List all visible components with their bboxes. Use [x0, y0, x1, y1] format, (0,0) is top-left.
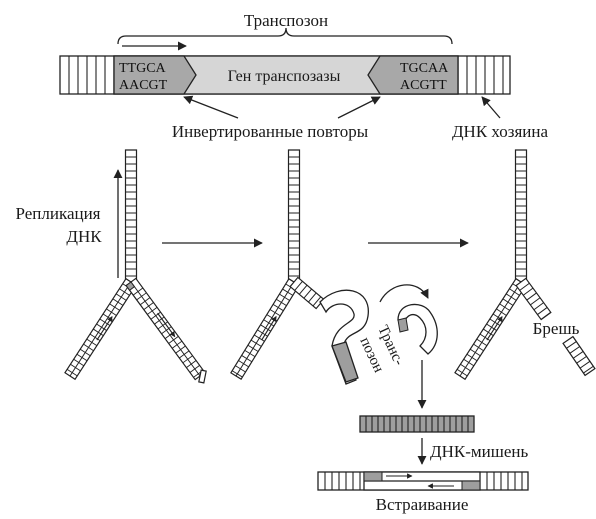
transposon-loop-free — [397, 303, 438, 355]
fork2-parent-dna — [287, 149, 301, 283]
target-dna-label: ДНК-мишень — [430, 442, 528, 461]
fork3-left-arm — [454, 277, 527, 381]
excision-arrow — [379, 284, 429, 303]
host-dna-label: ДНК хозяина — [452, 122, 549, 141]
replication-forks — [64, 149, 596, 384]
integrated-dna — [317, 471, 529, 491]
transposon-loop-attached — [319, 289, 369, 385]
pointer-host-dna — [481, 96, 501, 119]
inverted-repeats-label: Инвертированные повторы — [172, 122, 369, 141]
fork1-right-end — [198, 369, 207, 384]
integration-label: Встраивание — [376, 495, 469, 514]
fork2-left-arm — [230, 278, 300, 380]
right-repeat-top-seq: TGCAA — [400, 61, 449, 76]
fork3-parent-dna — [514, 149, 528, 283]
fork3-gap-end — [562, 335, 596, 377]
replication-label-1: Репликация — [15, 204, 100, 223]
host-dna-left-segment — [68, 56, 106, 94]
right-repeat-bottom-seq: ACGTT — [400, 78, 447, 93]
transposon-brace — [117, 27, 453, 45]
left-inverted-repeat — [113, 55, 197, 95]
fork1-parent-dna — [124, 149, 138, 283]
pointer-right-repeat — [337, 96, 381, 119]
target-dna-ticks — [365, 416, 469, 432]
fork2-right-stub — [289, 276, 325, 310]
fork1-right-arm — [125, 277, 206, 381]
gap-label: Брешь — [533, 319, 580, 338]
host-dna-right-segment — [466, 56, 504, 94]
left-repeat-bottom-seq: AACGT — [119, 78, 168, 93]
replication-label-2: ДНК — [66, 227, 102, 246]
transposase-gene-label: Ген транспозазы — [228, 68, 341, 85]
target-dna — [359, 415, 475, 433]
fork1-left-arm — [64, 277, 137, 381]
left-repeat-top-seq: TTGCA — [119, 61, 167, 76]
right-inverted-repeat — [367, 55, 459, 95]
pointer-left-repeat — [183, 95, 239, 119]
transposon-title: Транспозон — [244, 11, 328, 30]
fork3-right-stub — [515, 277, 552, 321]
